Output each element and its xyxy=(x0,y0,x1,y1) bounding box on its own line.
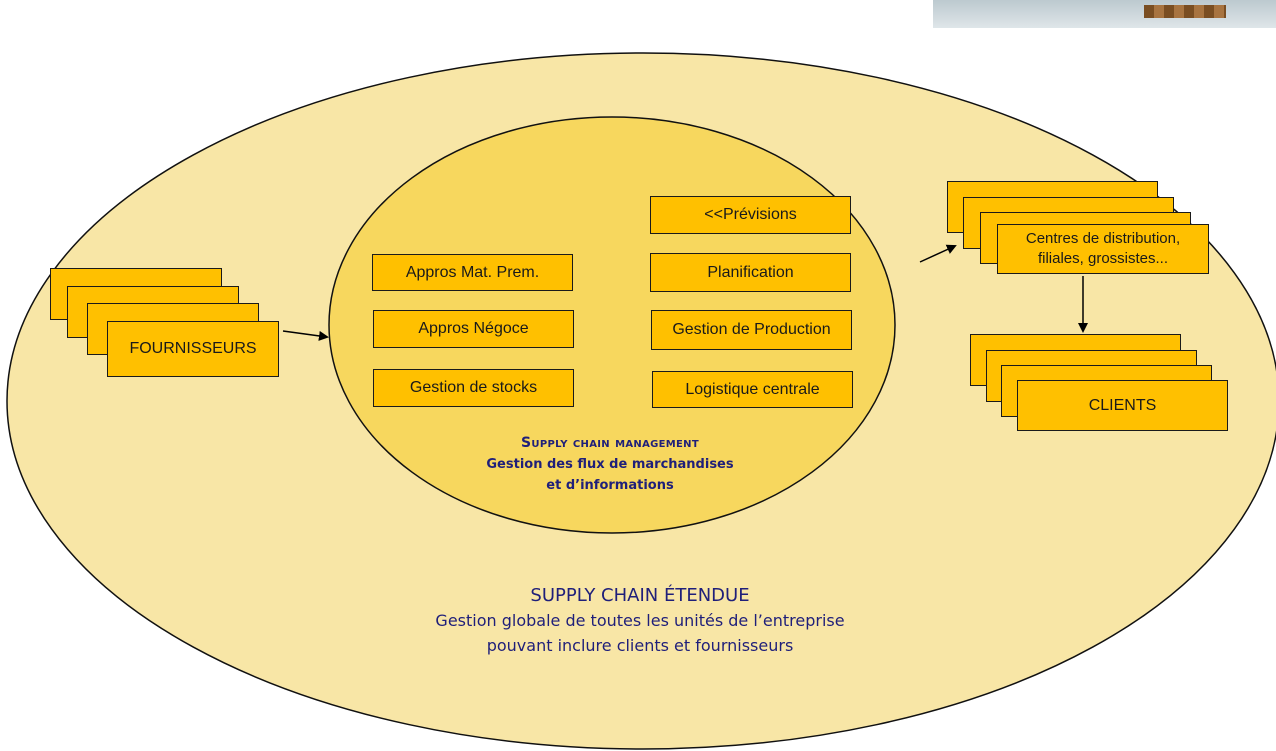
distribution-label-line1: Centres de distribution, xyxy=(1025,230,1181,247)
supply-chain-management-title: Supply chain management xyxy=(521,435,699,451)
clients-box: CLIENTS xyxy=(1017,380,1228,431)
extended-supply-chain-line1: Gestion globale de toutes les unités de … xyxy=(435,611,845,630)
arrow-suppliers-to-scm xyxy=(282,330,329,341)
scm-box-label: Planification xyxy=(707,263,794,281)
scm-box-label: Logistique centrale xyxy=(685,380,820,398)
scm-box-label: Gestion de Production xyxy=(672,321,831,338)
scm-box-stock-management: Gestion de stocks xyxy=(373,369,574,407)
scm-box-label: <<Prévisions xyxy=(704,206,797,223)
scm-box-label: Appros Négoce xyxy=(418,320,529,337)
scm-box-label: Appros Mat. Prem. xyxy=(405,263,540,281)
distribution-box: Centres de distribution, filiales, gross… xyxy=(997,224,1209,274)
supply-chain-management-line1: Gestion des flux de marchandises xyxy=(486,457,734,472)
arrow-scm-to-distribution xyxy=(919,244,957,263)
scm-box-trade-procurement: Appros Négoce xyxy=(373,310,574,348)
scm-box-planning: Planification xyxy=(650,253,851,292)
scm-box-label: Gestion de stocks xyxy=(409,379,538,396)
scm-box-production: Gestion de Production xyxy=(651,310,852,350)
scm-box-central-logistics: Logistique centrale xyxy=(652,371,853,408)
supply-chain-management-line2: et d’informations xyxy=(546,478,674,493)
scm-box-raw-materials: Appros Mat. Prem. xyxy=(372,254,573,291)
warehouse-photo-crop xyxy=(933,0,1276,28)
supply-chain-management-caption: Supply chain management Gestion des flux… xyxy=(440,433,780,496)
suppliers-box: FOURNISSEURS xyxy=(107,321,279,377)
clients-label: CLIENTS xyxy=(1088,396,1157,414)
distribution-label-line2: filiales, grossistes... xyxy=(1037,250,1169,267)
extended-supply-chain-line2: pouvant inclure clients et fournisseurs xyxy=(486,636,794,655)
pallet-image xyxy=(1144,5,1226,18)
scm-box-forecasts: <<Prévisions xyxy=(650,196,851,234)
extended-supply-chain-caption: SUPPLY CHAIN ÉTENDUE Gestion globale de … xyxy=(330,583,950,658)
suppliers-label: FOURNISSEURS xyxy=(129,340,257,357)
extended-supply-chain-title: SUPPLY CHAIN ÉTENDUE xyxy=(530,585,750,606)
